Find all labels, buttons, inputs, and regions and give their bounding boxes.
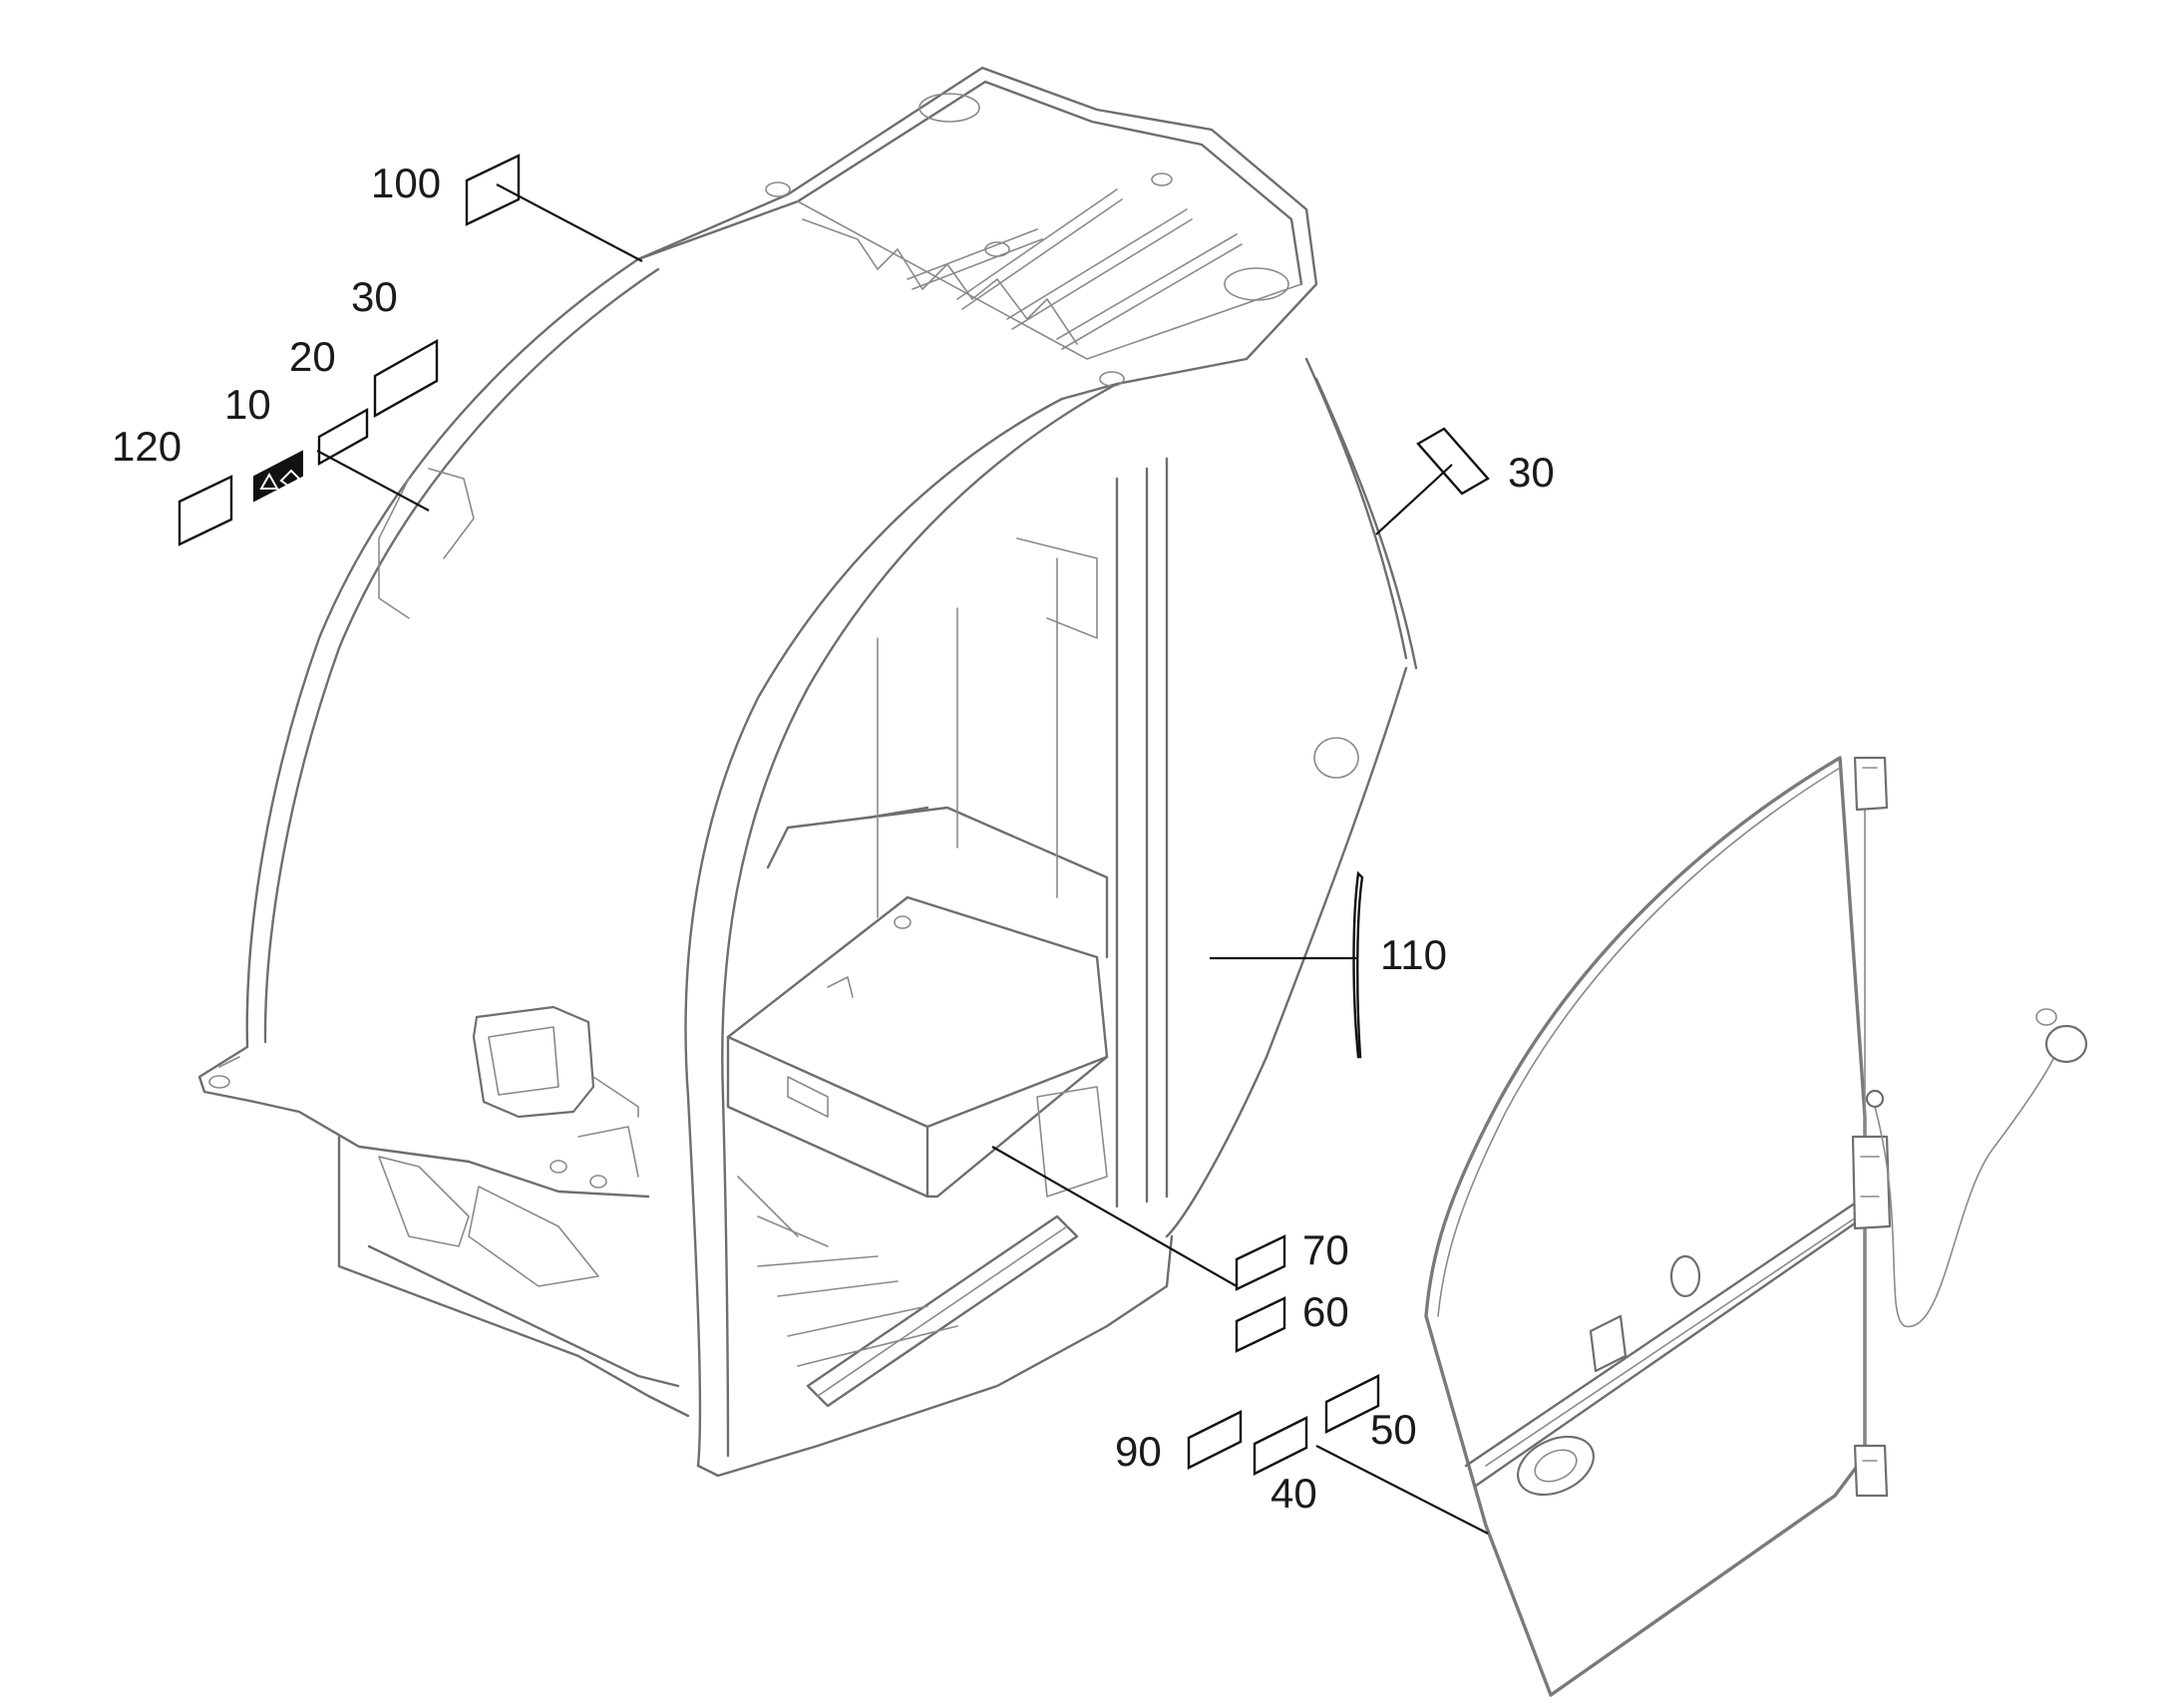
callout-110: 110 bbox=[1380, 931, 1447, 978]
decal-50 bbox=[1324, 1374, 1380, 1434]
callout-60: 60 bbox=[1302, 1288, 1349, 1335]
callout-120: 120 bbox=[112, 423, 182, 470]
callout-labels: 100 30 20 10 120 30 110 70 60 90 40 50 bbox=[112, 160, 1555, 1517]
callout-40: 40 bbox=[1271, 1470, 1317, 1517]
decal-30-left bbox=[373, 338, 439, 419]
callout-100: 100 bbox=[371, 160, 441, 206]
callout-70: 70 bbox=[1302, 1226, 1349, 1273]
decal-20 bbox=[317, 407, 369, 467]
decal-110 bbox=[1352, 870, 1364, 1059]
callout-30-left: 30 bbox=[351, 273, 398, 320]
callout-50: 50 bbox=[1370, 1406, 1417, 1453]
decal-120 bbox=[178, 475, 233, 546]
decals bbox=[178, 154, 1490, 1476]
decal-10 bbox=[253, 450, 303, 503]
decal-100 bbox=[465, 154, 521, 226]
cab-door bbox=[1424, 756, 2088, 1697]
decal-40 bbox=[1253, 1416, 1308, 1476]
decal-90 bbox=[1187, 1410, 1243, 1470]
decal-60 bbox=[1235, 1296, 1286, 1353]
warning-triangle-icon bbox=[259, 469, 301, 490]
decal-70 bbox=[1235, 1234, 1286, 1291]
callout-10: 10 bbox=[224, 381, 271, 428]
cab-frame bbox=[197, 66, 1418, 1478]
callout-30-right: 30 bbox=[1508, 449, 1555, 496]
callout-90: 90 bbox=[1115, 1428, 1162, 1475]
callout-20: 20 bbox=[289, 333, 336, 380]
leader-lines bbox=[316, 183, 1489, 1535]
decal-30-right bbox=[1416, 427, 1490, 496]
